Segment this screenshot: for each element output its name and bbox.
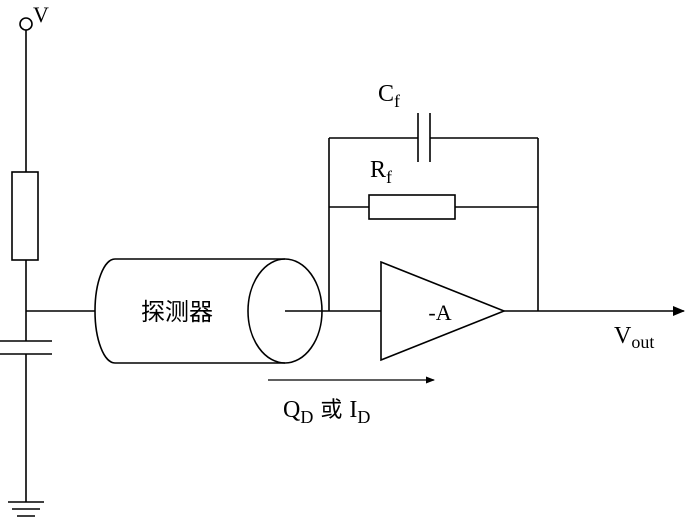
- supply-label: V: [33, 2, 49, 27]
- vout-label: Vout: [614, 323, 654, 352]
- detector-body: [94, 258, 285, 364]
- rf-label: Rf: [370, 157, 392, 187]
- amplifier: [380, 260, 507, 362]
- cf-label: Cf: [378, 81, 400, 111]
- current-label: QD 或 ID: [283, 397, 370, 427]
- bias-resistor: [11, 171, 39, 261]
- amp-label: -A: [428, 300, 451, 325]
- supply-terminal: [19, 17, 33, 31]
- rf-resistor: [368, 194, 456, 220]
- detector-label: 探测器: [141, 298, 213, 326]
